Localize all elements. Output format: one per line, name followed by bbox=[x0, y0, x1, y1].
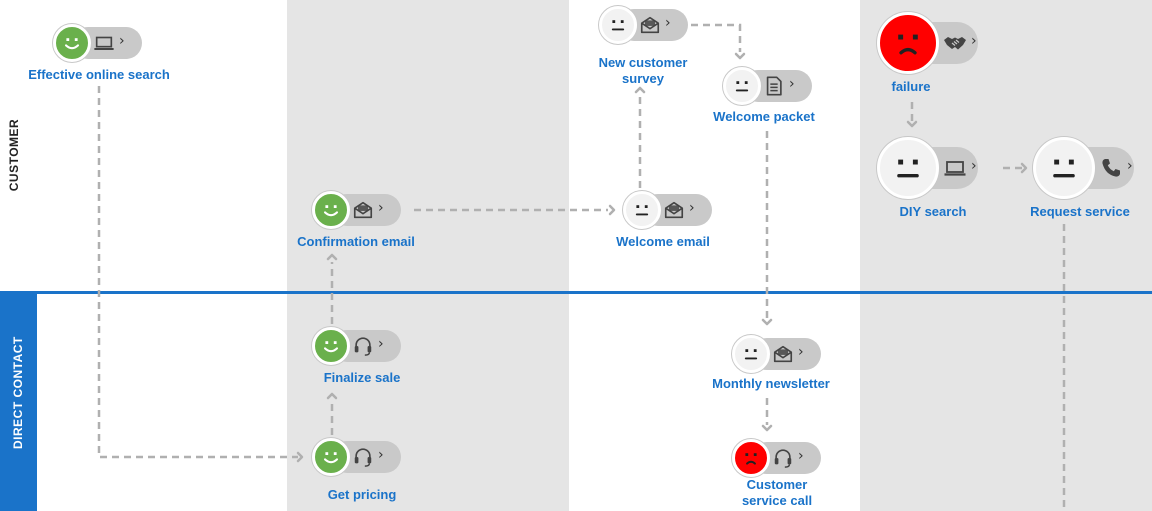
envelope-icon bbox=[663, 199, 685, 226]
label-new-customer-survey-line2: survey bbox=[622, 71, 664, 86]
arrowhead-diy-search bbox=[906, 120, 918, 128]
envelope-icon bbox=[639, 14, 661, 41]
lane-direct-contact-header bbox=[0, 293, 37, 511]
headset-icon bbox=[352, 335, 374, 362]
label-customer-service-call-line2: service call bbox=[741, 493, 813, 508]
label-get-pricing: Get pricing bbox=[327, 487, 397, 502]
arrowhead-request-service bbox=[1020, 162, 1028, 174]
label-new-customer-survey-line1: New customer bbox=[598, 55, 688, 70]
label-monthly-newsletter: Monthly newsletter bbox=[712, 376, 830, 391]
label-effective-online-search: Effective online search bbox=[28, 67, 170, 82]
headset-icon bbox=[352, 446, 374, 473]
stage-band-4 bbox=[860, 0, 1152, 511]
arrowhead-welcome-packet bbox=[734, 52, 746, 60]
neutral-face-icon bbox=[877, 137, 939, 199]
envelope-icon bbox=[352, 199, 374, 226]
chevron-right-icon[interactable]: › bbox=[378, 200, 384, 216]
chevron-right-icon[interactable]: › bbox=[689, 200, 695, 216]
positive-face-icon bbox=[53, 24, 91, 62]
envelope-icon bbox=[772, 343, 794, 370]
chevron-right-icon[interactable]: › bbox=[971, 33, 977, 49]
label-welcome-packet: Welcome packet bbox=[713, 109, 815, 124]
chevron-right-icon[interactable]: › bbox=[789, 76, 795, 92]
chevron-right-icon[interactable]: › bbox=[665, 15, 671, 31]
label-failure: failure bbox=[891, 79, 931, 94]
phone-icon bbox=[1099, 156, 1123, 185]
positive-face-icon bbox=[312, 438, 350, 476]
laptop-icon bbox=[943, 156, 967, 185]
arrowhead-confirmation-email bbox=[326, 253, 338, 261]
chevron-right-icon[interactable]: › bbox=[378, 447, 384, 463]
neutral-face-icon bbox=[732, 335, 770, 373]
arrowhead-welcome-email bbox=[608, 204, 616, 216]
label-request-service: Request service bbox=[1030, 204, 1130, 219]
arrowhead-service-call bbox=[761, 424, 773, 432]
neutral-face-icon bbox=[599, 6, 637, 44]
positive-face-icon bbox=[312, 191, 350, 229]
neutral-face-icon bbox=[623, 191, 661, 229]
chevron-right-icon[interactable]: › bbox=[119, 33, 125, 49]
chevron-right-icon[interactable]: › bbox=[378, 336, 384, 352]
arrowhead-survey bbox=[634, 86, 646, 94]
label-welcome-email: Welcome email bbox=[616, 234, 710, 249]
positive-face-icon bbox=[312, 327, 350, 365]
lane-divider bbox=[0, 291, 1152, 294]
chevron-right-icon[interactable]: › bbox=[798, 344, 804, 360]
document-icon bbox=[763, 75, 785, 102]
label-finalize-sale: Finalize sale bbox=[323, 370, 401, 385]
negative-face-icon bbox=[877, 12, 939, 74]
headset-icon bbox=[772, 447, 794, 474]
connector-survey-to-welcome-packet bbox=[691, 23, 742, 52]
negative-face-icon bbox=[732, 439, 770, 477]
chevron-right-icon[interactable]: › bbox=[1127, 158, 1133, 174]
label-customer-service-call-line1: Customer bbox=[746, 477, 808, 492]
arrowhead-newsletter bbox=[761, 318, 773, 326]
laptop-icon bbox=[93, 32, 115, 59]
arrowhead-get-pricing bbox=[296, 451, 304, 463]
chevron-right-icon[interactable]: › bbox=[971, 158, 977, 174]
handshake-icon bbox=[943, 31, 967, 60]
connector-online-search-to-get-pricing bbox=[97, 86, 298, 459]
chevron-right-icon[interactable]: › bbox=[798, 448, 804, 464]
neutral-face-icon bbox=[723, 67, 761, 105]
label-confirmation-email: Confirmation email bbox=[297, 234, 415, 249]
label-diy-search: DIY search bbox=[899, 204, 967, 219]
arrowhead-finalize-sale bbox=[326, 392, 338, 400]
neutral-face-icon bbox=[1033, 137, 1095, 199]
